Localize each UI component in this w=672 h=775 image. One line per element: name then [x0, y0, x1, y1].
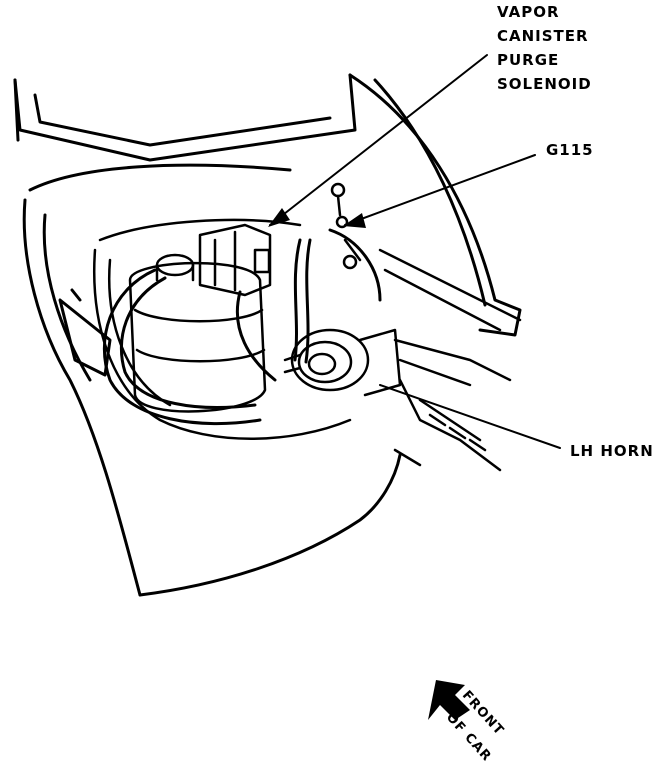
vapor-canister-purge-solenoid-label: VAPOR CANISTER PURGE SOLENOID: [497, 0, 592, 96]
label-line: CANISTER: [497, 27, 589, 45]
hoses: [102, 228, 382, 426]
vapor-canister: [128, 253, 267, 413]
leader-vapor: [269, 54, 488, 226]
front-of-car-indicator: FRONT OF CAR: [440, 680, 550, 770]
leader-g115: [344, 154, 536, 226]
hood-panel: [13, 73, 357, 162]
leader-horn: [379, 384, 561, 449]
ground-g115: [330, 182, 362, 270]
fender-body: [22, 73, 522, 597]
g115-label: G115: [546, 141, 594, 159]
horn: [283, 328, 402, 397]
label-line: VAPOR: [497, 3, 560, 21]
radiator-support: [378, 248, 522, 472]
purge-solenoid: [198, 223, 272, 297]
lh-horn-label: LH HORN: [570, 442, 654, 460]
leader-lines: [269, 54, 561, 449]
label-line: SOLENOID: [497, 75, 592, 93]
front-arrow-icon: [428, 680, 470, 720]
label-line: PURGE: [497, 51, 560, 69]
leader-arrowheads: [268, 208, 366, 228]
